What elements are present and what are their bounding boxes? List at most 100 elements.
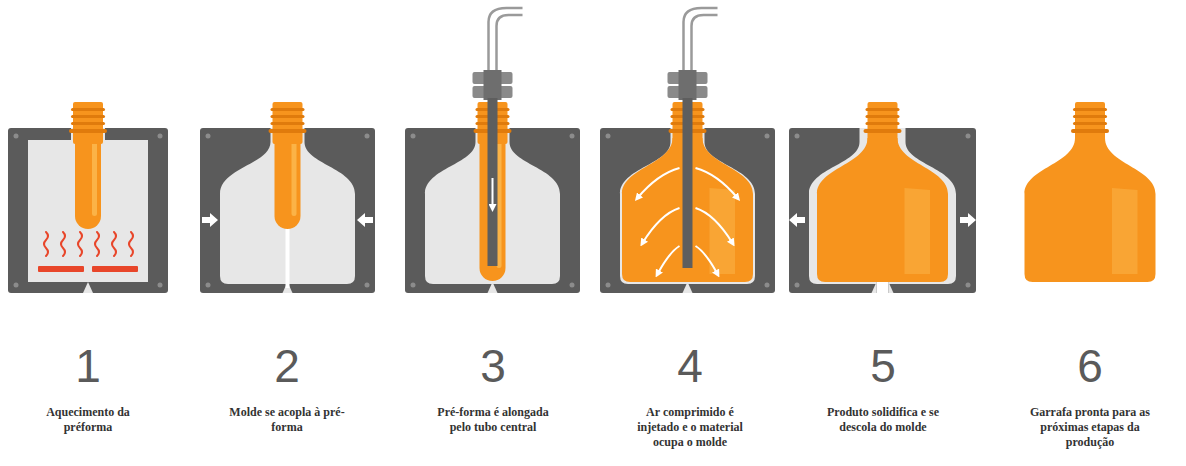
step-caption: Produto solidifica e se descola do molde <box>817 405 949 435</box>
neck-ring <box>864 129 902 133</box>
step-number: 1 <box>48 343 128 389</box>
mold-split <box>286 228 290 288</box>
air-flow-arrow <box>696 208 733 243</box>
heat-wave <box>129 232 133 256</box>
heat-wave <box>95 232 99 256</box>
motion-arrow <box>960 213 976 227</box>
mold-bolt <box>606 283 611 288</box>
mold-seam <box>889 282 894 293</box>
mold-seam <box>872 282 877 293</box>
mold-bolt <box>411 283 416 288</box>
finished-panel <box>1025 102 1156 282</box>
step-number: 2 <box>247 343 327 389</box>
step-caption: Ar comprimido é injetado e o material oc… <box>624 405 756 450</box>
neck-thread <box>1073 115 1107 118</box>
mold-bolt <box>795 134 800 139</box>
step-number: 6 <box>1050 343 1130 389</box>
neck-thread <box>71 115 105 118</box>
heat-wave <box>44 232 48 256</box>
bottle-highlight <box>1112 188 1138 274</box>
stretch-rod <box>488 98 498 266</box>
air-pipe <box>684 8 718 76</box>
mold-bolt <box>411 134 416 139</box>
mold-bolt <box>966 134 971 139</box>
mold-bolt <box>606 134 611 139</box>
mold-bolt <box>365 134 370 139</box>
heater-element <box>38 266 84 272</box>
neck-thread <box>271 108 305 111</box>
neck-thread <box>866 122 900 125</box>
motion-arrow <box>357 213 373 227</box>
neck-thread <box>866 115 900 118</box>
step-number: 4 <box>650 343 730 389</box>
bottle-body <box>817 138 948 282</box>
step-caption: Pré-forma é alongada pelo tubo central <box>427 405 559 435</box>
mold-seam <box>488 282 498 293</box>
preform-body <box>275 133 301 229</box>
stretch-arrow <box>492 178 494 208</box>
stretch-rod <box>683 98 693 268</box>
mold-bolt <box>206 134 211 139</box>
motion-arrow <box>202 213 218 227</box>
step-caption: Aquecimento da préforma <box>22 405 154 435</box>
mold-frame <box>889 128 977 293</box>
bottle-highlight <box>905 188 931 274</box>
heat-wave <box>78 232 82 256</box>
air-flow-arrow <box>638 168 680 198</box>
bottle-highlight <box>710 188 736 274</box>
mold-bolt <box>570 134 575 139</box>
neck-ring <box>1071 129 1109 133</box>
mold-bolt <box>765 283 770 288</box>
mold-bolt <box>206 283 211 288</box>
step-number: 3 <box>453 343 533 389</box>
air-pipe <box>497 15 523 76</box>
preform-body <box>75 133 101 229</box>
neck-thread <box>71 122 105 125</box>
neck-ring <box>69 129 107 133</box>
air-flow-arrow <box>696 168 738 198</box>
oven-frame <box>8 128 168 293</box>
mold-close-panel <box>200 102 375 293</box>
mold-seam <box>83 282 93 293</box>
mold-bolt <box>14 283 19 288</box>
mold-frame <box>789 128 877 293</box>
mold-half <box>789 128 877 293</box>
neck-thread <box>71 108 105 111</box>
motion-arrow <box>789 213 805 227</box>
step-number: 5 <box>843 343 923 389</box>
air-flow-arrow <box>696 246 718 274</box>
mold-half-right <box>801 128 976 293</box>
neck-ring <box>269 129 307 133</box>
clamp-core <box>484 70 502 100</box>
neck-thread <box>1073 108 1107 111</box>
mold-seam <box>683 282 693 293</box>
air-flow-arrow <box>643 208 680 243</box>
mold-bolt <box>14 134 19 139</box>
heat-wave <box>61 232 65 256</box>
neck-thread <box>271 115 305 118</box>
mold-bolt <box>765 134 770 139</box>
heating-panel <box>8 102 168 293</box>
mold-bolt <box>158 283 163 288</box>
neck-thread <box>866 108 900 111</box>
mold-half <box>889 128 977 293</box>
air-pipe <box>489 8 523 76</box>
clamp-core <box>679 70 697 100</box>
heater-element <box>92 266 138 272</box>
mold-bolt <box>365 283 370 288</box>
bottle-body <box>1025 138 1156 282</box>
mold-frame <box>200 128 375 293</box>
release-panel <box>789 102 976 293</box>
heat-wave <box>112 232 116 256</box>
air-flow-arrow <box>658 246 680 274</box>
neck-thread <box>271 122 305 125</box>
preform-highlight <box>92 140 97 216</box>
preform-highlight <box>292 140 297 216</box>
step-caption: Molde se acopla à pré-forma <box>221 405 353 435</box>
air-pipe <box>692 15 718 76</box>
blow-panel <box>600 8 775 293</box>
mold-bolt <box>795 283 800 288</box>
mold-bolt <box>570 283 575 288</box>
